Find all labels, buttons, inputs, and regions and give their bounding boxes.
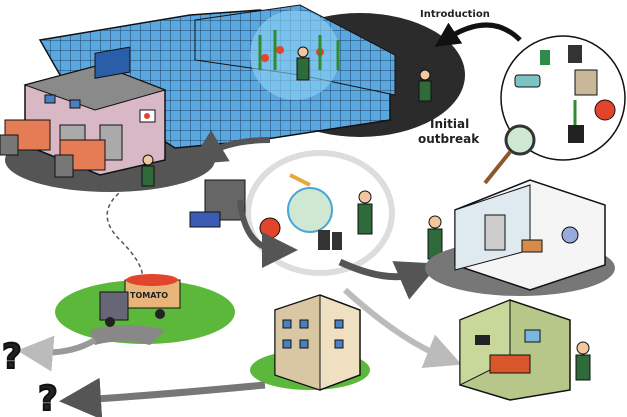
spread-cycle: [189, 150, 395, 276]
arrow-apartment-to-unknown: [59, 377, 266, 417]
question-mark-1: ?: [2, 337, 22, 377]
arrow-warehouse-to-cycle: [189, 130, 271, 165]
arrow-to-kitchen: [338, 258, 440, 300]
question-mark-2: ?: [38, 379, 58, 417]
tomato: [259, 217, 281, 239]
tomato-plants: [258, 30, 340, 70]
initial-outbreak-label-2: outbreak: [418, 132, 480, 146]
bacteria-magnified: [287, 187, 333, 233]
kitchen-room: [454, 179, 606, 291]
introduction-arrow: [434, 22, 522, 47]
arrow-field-to-unknown: [17, 335, 97, 372]
arrow-cycle-loop: [237, 199, 298, 268]
dashed-transport-path: [106, 184, 144, 286]
farmer-figure: [141, 46, 591, 381]
introduction-label: Introduction: [420, 9, 490, 20]
arrow-to-bedroom: [342, 287, 462, 369]
truck-sign: TOMATO: [130, 291, 168, 300]
apartment-building: [250, 294, 370, 391]
initial-outbreak-label: Initial: [430, 117, 469, 131]
introduction-sources: [483, 35, 626, 185]
delivery-trucks: [0, 119, 106, 178]
bedroom-room: [459, 299, 571, 401]
field-with-truck: TOMATO: [55, 274, 235, 345]
